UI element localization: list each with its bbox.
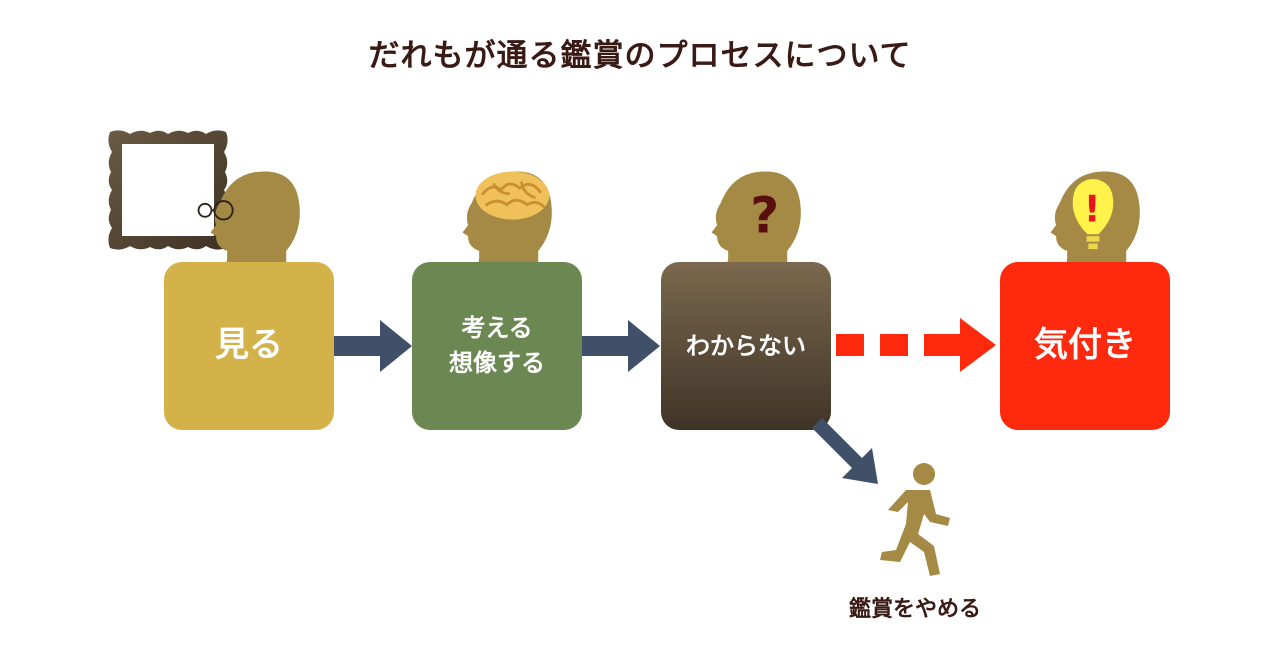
step-dont-understand: わからない [661, 262, 831, 430]
confused-head-icon: ? [711, 171, 808, 281]
thinking-head-icon [462, 171, 559, 281]
arrow-right-icon [582, 320, 660, 372]
question-icon: ? [750, 186, 779, 244]
step-label-line1: 考える [461, 314, 533, 343]
step-label: 気付き [1034, 325, 1136, 366]
running-person-icon [880, 463, 950, 576]
dashed-arrow-right-icon [836, 318, 996, 372]
arrow-right-icon [334, 320, 412, 372]
step-think: 考える 想像する [412, 262, 582, 430]
step-see: 見る [164, 262, 334, 430]
step-label: 見る [215, 325, 283, 366]
lightbulb-icon: ! [1072, 178, 1114, 250]
diagram-title: だれもが通る鑑賞のプロセスについて [368, 38, 912, 74]
glasses-icon [197, 200, 234, 221]
brain-icon [475, 171, 550, 220]
step-realize: 気付き [1000, 262, 1170, 430]
viewer-head-icon [197, 171, 307, 281]
insight-head-icon: ! [1050, 171, 1147, 281]
step-label-line2: 想像する [449, 349, 545, 377]
exit-label: 鑑賞をやめる [848, 597, 981, 622]
picture-frame-icon [108, 130, 228, 250]
step-label: わからない [686, 331, 806, 360]
svg-text:!: ! [1084, 187, 1101, 230]
arrow-down-right-icon [812, 418, 878, 484]
